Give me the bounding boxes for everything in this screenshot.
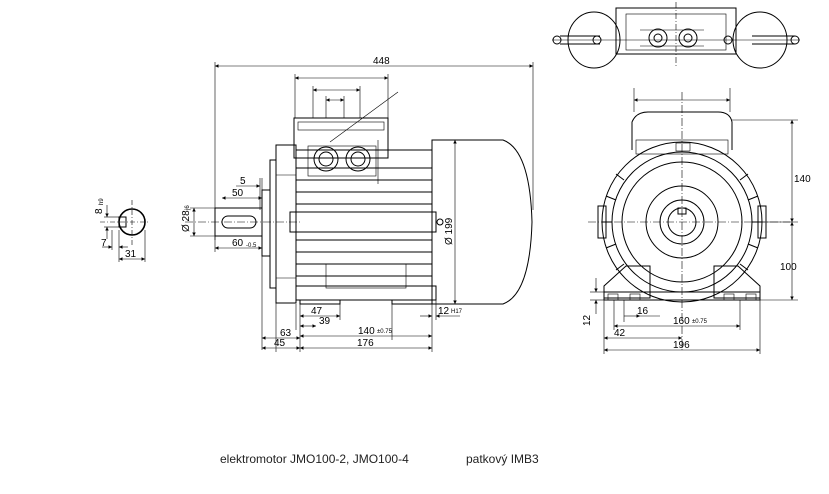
overall-length-label: 448: [373, 56, 390, 67]
dim-39-label: 39: [319, 316, 331, 327]
dim-5-label: 5: [240, 176, 246, 187]
caption-model: elektromotor JMO100-2, JMO100-4: [220, 452, 409, 466]
caption-mount: patkový IMB3: [466, 452, 539, 466]
dim-12-tolerance-label: H17: [451, 309, 463, 315]
dim-45-label: 45: [274, 338, 286, 349]
side-view: [185, 62, 534, 352]
dim-60-label: 60: [232, 238, 244, 249]
dim-140-tolerance-label: ±0.75: [377, 329, 393, 335]
dim-60-tolerance-label: -0.5: [246, 243, 257, 249]
end-dim-12-label: 12: [582, 314, 593, 326]
dim-31-label: 31: [125, 249, 137, 260]
end-dim-160-label: 160: [673, 316, 690, 327]
dim-176-label: 176: [357, 338, 374, 349]
end-dim-42-label: 42: [614, 328, 626, 339]
end-view: [588, 88, 798, 354]
end-dim-100-label: 100: [780, 262, 797, 273]
key-tolerance-label: h9: [99, 198, 105, 205]
shaft-section: [100, 200, 150, 262]
dim-50-label: 50: [232, 188, 244, 199]
end-dim-160-tolerance-label: ±0.75: [692, 319, 708, 325]
dim-140-label: 140: [358, 326, 375, 337]
radial-fins: [602, 173, 762, 271]
end-dim-16-label: 16: [637, 306, 649, 317]
shaft-diameter-label: Ø 28: [181, 210, 192, 232]
cooling-fins: [296, 167, 432, 277]
dim-7-label: 7: [101, 238, 107, 249]
shaft-tolerance-label: j6: [185, 205, 191, 211]
dim-12-label: 12: [438, 306, 450, 317]
housing-diameter-label: Ø 199: [444, 217, 455, 245]
top-view: [552, 2, 800, 69]
key-width-label: 8: [94, 208, 105, 214]
end-dim-196-label: 196: [673, 340, 690, 351]
dim-47-label: 47: [311, 306, 323, 317]
dim-63-label: 63: [280, 328, 292, 339]
end-dim-140-label: 140: [794, 174, 811, 185]
